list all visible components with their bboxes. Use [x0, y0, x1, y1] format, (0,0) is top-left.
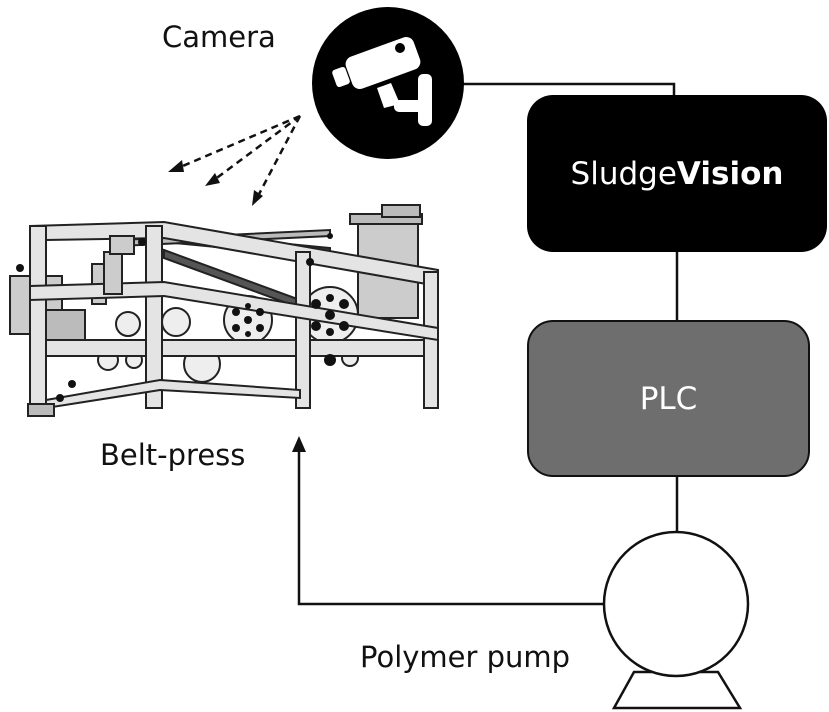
sludgevision-box: SludgeVision: [527, 95, 827, 252]
sludgevision-label-suffix: Vision: [676, 155, 784, 192]
belt-press-label: Belt-press: [100, 438, 246, 472]
camera-to-sludgevision-line: [462, 82, 676, 96]
pump-icon: [602, 530, 750, 710]
camera-label: Camera: [162, 20, 276, 54]
sludgevision-label-prefix: Sludge: [570, 155, 677, 192]
plc-label: PLC: [639, 380, 698, 417]
beltpress-arrowhead: [292, 436, 306, 452]
connection-lines: [297, 82, 679, 606]
pump-to-beltpress-line: [297, 450, 605, 606]
security-camera-icon: [312, 7, 464, 159]
polymer-pump-label: Polymer pump: [360, 640, 571, 674]
plc-box: PLC: [527, 320, 810, 477]
sludgevision-label: SludgeVision: [571, 156, 784, 192]
camera-view-arrows: [177, 114, 302, 199]
